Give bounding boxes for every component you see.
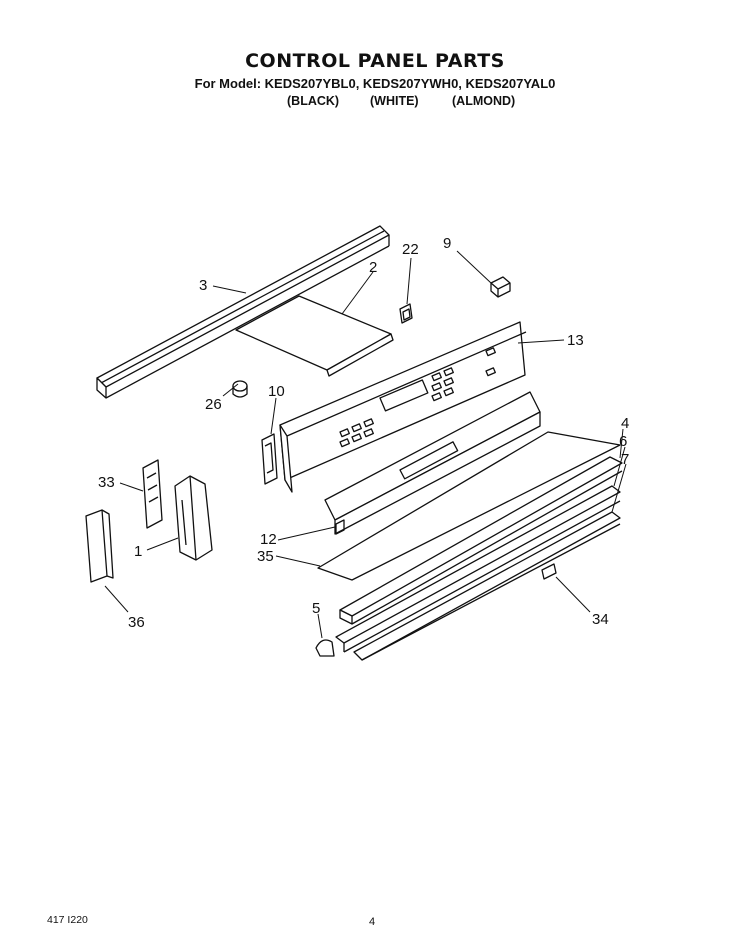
part-26-knob (232, 380, 248, 398)
part-36-side-panel (85, 509, 114, 583)
part-33-side-bracket (142, 459, 163, 529)
part-3-top-trim (96, 225, 390, 399)
callout-10: 10 (268, 383, 285, 400)
part-7-trim (353, 511, 621, 661)
callout-1: 1 (134, 543, 142, 560)
part-35-shield (317, 431, 621, 581)
part-6-trim (335, 485, 621, 653)
callout-34: 34 (592, 611, 609, 628)
callout-7: 7 (621, 451, 629, 468)
callout-33: 33 (98, 474, 115, 491)
color-almond: (ALMOND) (452, 94, 516, 108)
color-white: (WHITE) (370, 94, 419, 108)
callout-2: 2 (369, 259, 377, 276)
part-1-end-bracket (174, 475, 213, 561)
callout-36: 36 (128, 614, 145, 631)
callout-4: 4 (621, 415, 629, 432)
part-9-button (490, 276, 511, 298)
leader-lines (104, 250, 627, 639)
part-4-trim (339, 456, 623, 625)
callout-12: 12 (260, 531, 277, 548)
callout-9: 9 (443, 235, 451, 252)
callout-5: 5 (312, 600, 320, 617)
page-number: 4 (369, 916, 376, 928)
callout-13: 13 (567, 332, 584, 349)
part-12-plate (324, 391, 541, 535)
part-34-clip (541, 563, 557, 580)
part-13-control-panel (279, 321, 527, 493)
callout-26: 26 (205, 396, 222, 413)
callout-3: 3 (199, 277, 207, 294)
part-2-overlay-sheet (235, 295, 394, 377)
part-5-end-cap (315, 639, 335, 657)
callout-6: 6 (619, 433, 627, 450)
color-black: (BLACK) (287, 94, 340, 108)
part-10-bracket (261, 433, 278, 485)
callout-22: 22 (402, 241, 419, 258)
part-22-clip (399, 303, 413, 324)
callout-35: 35 (257, 548, 274, 565)
page-title: CONTROL PANEL PARTS (245, 50, 505, 72)
document-number: 417 I220 (47, 914, 88, 926)
model-list: For Model: KEDS207YBL0, KEDS207YWH0, KED… (194, 76, 556, 91)
